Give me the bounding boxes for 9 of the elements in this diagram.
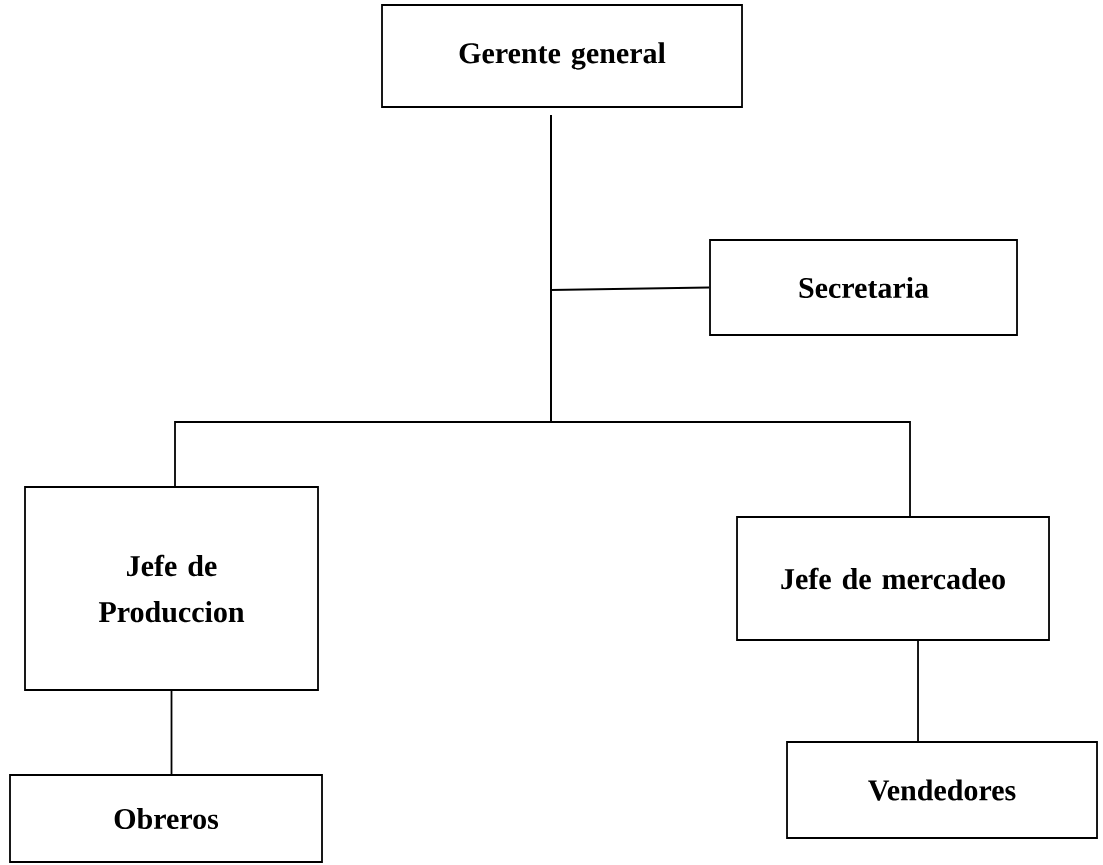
org-box: Jefe de mercadeo	[736, 516, 1050, 641]
connector-line	[917, 640, 919, 742]
connector-line	[170, 690, 173, 775]
org-box: Jefe de Produccion	[24, 486, 319, 691]
org-box: Obreros	[9, 774, 323, 863]
org-box: Gerente general	[381, 4, 743, 108]
org-box: Secretaria	[709, 239, 1018, 336]
org-box: Vendedores	[786, 741, 1098, 839]
connector-line	[550, 114, 911, 517]
